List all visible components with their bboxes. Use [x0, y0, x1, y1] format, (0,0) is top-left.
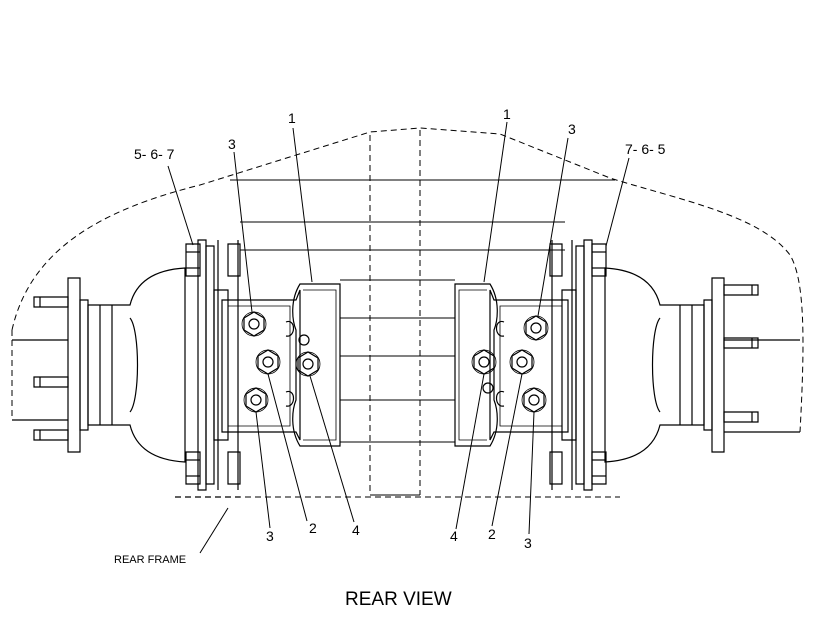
leader-lines — [168, 122, 629, 553]
callout-right-3-bottom: 3 — [524, 535, 532, 551]
callout-right-2: 2 — [488, 526, 496, 542]
callout-left-3-top: 3 — [228, 136, 236, 152]
left-axle-hub — [12, 268, 185, 462]
rear-frame-outline — [12, 128, 803, 497]
callout-left-3-bottom: 3 — [266, 528, 274, 544]
left-mounting-plates — [175, 240, 240, 497]
left-bearing-cap-assembly — [222, 284, 340, 446]
callout-right-7-6-5: 7- 6- 5 — [625, 141, 666, 157]
view-title: REAR VIEW — [345, 589, 452, 610]
callout-left-2: 2 — [309, 520, 317, 536]
callout-left-5-6-7: 5- 6- 7 — [134, 146, 175, 162]
construction-lines — [230, 180, 615, 495]
left-nuts — [242, 312, 320, 412]
callout-left-4: 4 — [352, 522, 360, 538]
callout-right-1: 1 — [503, 106, 511, 122]
callout-left-1: 1 — [288, 110, 296, 126]
callout-right-3-top: 3 — [568, 121, 576, 137]
callout-right-4: 4 — [450, 528, 458, 544]
right-nuts — [472, 316, 548, 412]
right-bearing-cap-assembly — [455, 284, 568, 446]
right-axle-hub — [605, 268, 800, 462]
right-mounting-plates — [550, 240, 606, 490]
rear-frame-label: REAR FRAME — [114, 554, 187, 566]
